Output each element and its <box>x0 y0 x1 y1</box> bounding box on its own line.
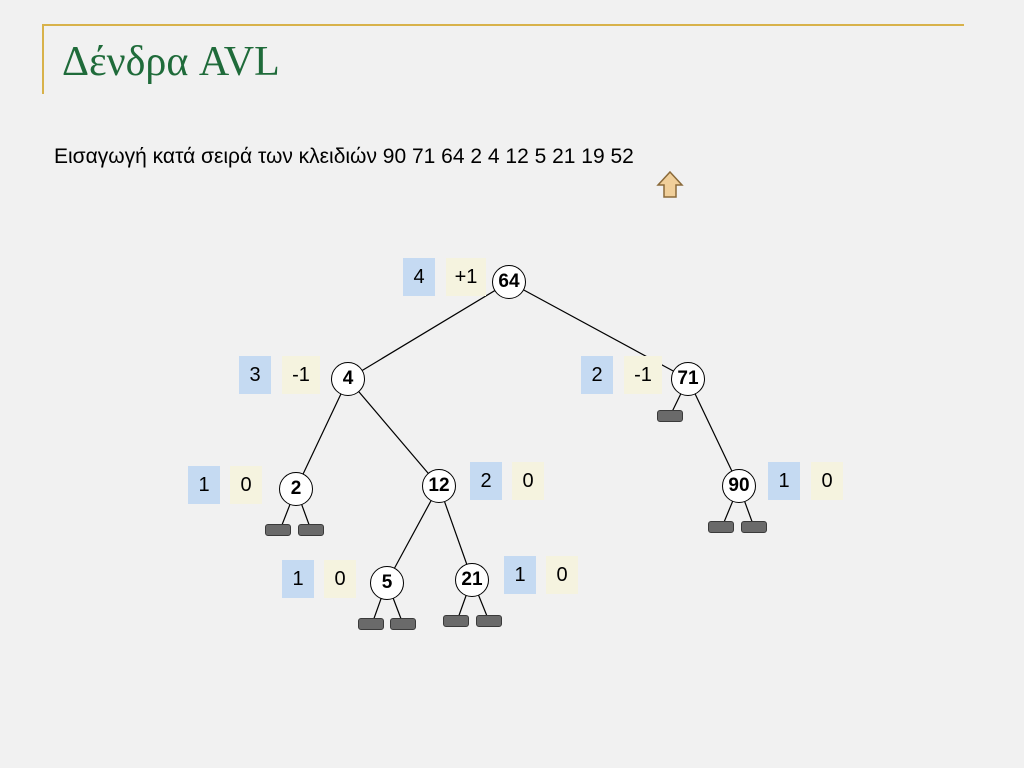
tree-node-4: 4 <box>331 362 365 396</box>
node-71-balance: -1 <box>624 356 662 394</box>
node-4-height: 3 <box>239 356 271 394</box>
node-2-height: 1 <box>188 466 220 504</box>
node-71-height: 2 <box>581 356 613 394</box>
null-leaf <box>443 615 469 627</box>
node-90-height: 1 <box>768 462 800 500</box>
edge-71-90 <box>687 378 740 487</box>
node-64-balance: +1 <box>446 258 486 296</box>
null-leaf <box>708 521 734 533</box>
node-12-balance: 0 <box>512 462 544 500</box>
null-leaf <box>741 521 767 533</box>
edge-4-2 <box>295 378 349 490</box>
node-21-height: 1 <box>504 556 536 594</box>
null-leaf <box>265 524 291 536</box>
edge-4-12 <box>347 378 440 487</box>
up-arrow-icon <box>656 170 684 198</box>
title-top-rule <box>42 24 964 26</box>
node-90-balance: 0 <box>811 462 843 500</box>
tree-node-2: 2 <box>279 472 313 506</box>
node-12-height: 2 <box>470 462 502 500</box>
edge-12-5 <box>386 485 440 583</box>
tree-node-12: 12 <box>422 469 456 503</box>
tree-node-71: 71 <box>671 362 705 396</box>
tree-node-5: 5 <box>370 566 404 600</box>
edge-64-4 <box>347 281 510 380</box>
node-4-balance: -1 <box>282 356 320 394</box>
node-5-balance: 0 <box>324 560 356 598</box>
null-leaf <box>390 618 416 630</box>
null-leaf <box>657 410 683 422</box>
null-leaf <box>476 615 502 627</box>
tree-node-21: 21 <box>455 563 489 597</box>
node-5-height: 1 <box>282 560 314 598</box>
tree-node-64: 64 <box>492 265 526 299</box>
node-2-balance: 0 <box>230 466 262 504</box>
title-side-rule <box>42 24 44 94</box>
null-leaf <box>298 524 324 536</box>
insertion-sequence-text: Εισαγωγή κατά σειρά των κλειδιών 90 71 6… <box>54 145 634 168</box>
tree-node-90: 90 <box>722 469 756 503</box>
null-leaf <box>358 618 384 630</box>
slide-title: Δένδρα AVL <box>62 39 280 85</box>
node-21-balance: 0 <box>546 556 578 594</box>
node-64-height: 4 <box>403 258 435 296</box>
